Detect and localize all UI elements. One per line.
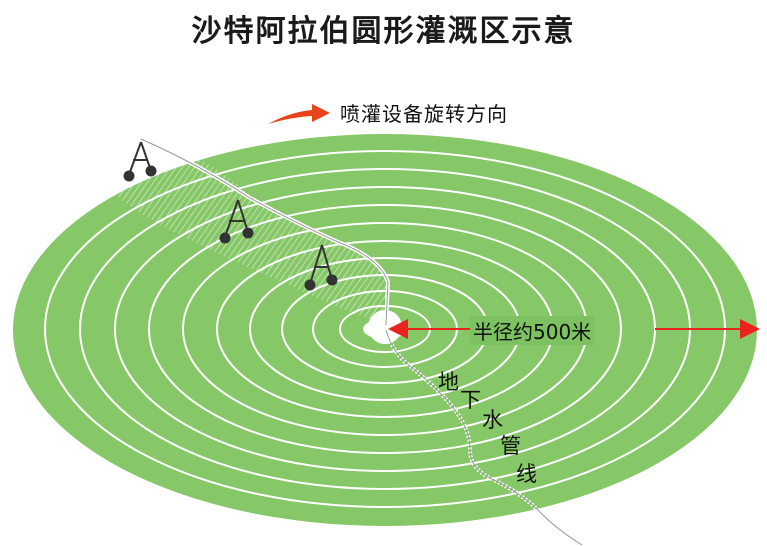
radius-label: 半径约500米 (470, 316, 595, 345)
sprinkler-tower-1 (123, 141, 157, 182)
pipe-label-char-2: 下 (460, 388, 481, 412)
pipe-label-char-3: 水 (482, 408, 503, 432)
sprinkler-tower-3 (304, 244, 338, 291)
rotation-direction-label: 喷灌设备旋转方向 (340, 102, 508, 126)
pipe-label-char-1: 地 (438, 370, 459, 394)
pipe-label-char-4: 管 (500, 434, 521, 458)
diagram-title: 沙特阿拉伯圆形灌溉区示意 (191, 14, 576, 49)
rotation-direction-arrow (268, 104, 330, 124)
sprinkler-tower-2 (219, 199, 254, 244)
pipe-label-char-5: 线 (516, 462, 537, 486)
